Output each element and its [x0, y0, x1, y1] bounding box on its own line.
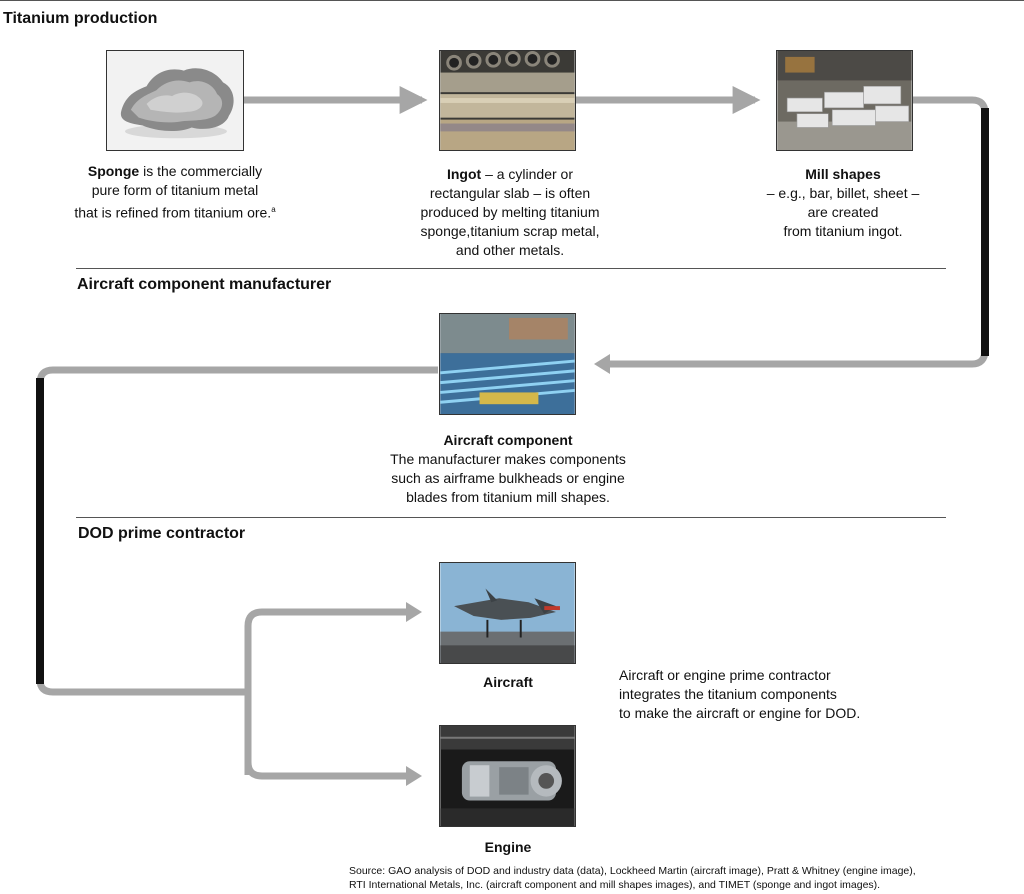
- top-divider: [0, 0, 1024, 1]
- sponge-caption: Sponge is the commercially pure form of …: [60, 162, 290, 223]
- ingot-caption: Ingot – a cylinder or rectangular slab –…: [395, 165, 625, 260]
- mill-title: Mill shapes: [805, 166, 881, 182]
- mill-text-2: are created: [807, 204, 879, 220]
- sponge-footnote: a: [271, 205, 276, 214]
- sponge-title: Sponge: [87, 163, 140, 179]
- divider-prime: [76, 517, 946, 518]
- component-text-1: The manufacturer makes components: [390, 451, 626, 467]
- source-note: Source: GAO analysis of DOD and industry…: [349, 864, 916, 892]
- ingot-text-2: rectangular slab – is often: [429, 185, 591, 201]
- ingot-text-5: and other metals.: [455, 242, 565, 258]
- divider-component: [76, 268, 946, 269]
- mill-caption: Mill shapes – e.g., bar, billet, sheet –…: [733, 165, 953, 241]
- sponge-text-2: pure form of titanium metal: [91, 182, 259, 198]
- component-text-2: such as airframe bulkheads or engine: [391, 470, 625, 486]
- section-title-production: Titanium production: [3, 10, 158, 27]
- section-title-prime: DOD prime contractor: [78, 525, 246, 542]
- component-text-3: blades from titanium mill shapes.: [406, 489, 610, 505]
- ingot-text-3: produced by melting titanium: [420, 204, 600, 220]
- ingot-image: [439, 50, 576, 151]
- component-title: Aircraft component: [443, 432, 573, 448]
- prime-note-line-1: Aircraft or engine prime contractor: [619, 667, 831, 683]
- mill-shapes-image: [776, 50, 913, 151]
- sponge-image: [106, 50, 244, 151]
- mill-text-1: – e.g., bar, billet, sheet –: [766, 185, 920, 201]
- section-title-component: Aircraft component manufacturer: [77, 276, 332, 293]
- aircraft-caption: Aircraft: [458, 673, 558, 692]
- aircraft-component-image: [439, 313, 576, 415]
- sponge-text-1: is the commercially: [139, 163, 263, 179]
- ingot-text-4: sponge,titanium scrap metal,: [420, 223, 600, 239]
- component-caption: Aircraft component The manufacturer make…: [358, 431, 658, 507]
- ingot-title: Ingot: [446, 166, 482, 182]
- aircraft-title: Aircraft: [483, 674, 533, 690]
- source-line-1: Source: GAO analysis of DOD and industry…: [349, 865, 916, 877]
- prime-note-line-3: to make the aircraft or engine for DOD.: [619, 705, 861, 721]
- prime-note-line-2: integrates the titanium components: [619, 686, 837, 702]
- sponge-text-3: that is refined from titanium ore.: [74, 204, 272, 221]
- engine-title: Engine: [484, 839, 532, 855]
- ingot-text-1: – a cylinder or: [481, 166, 574, 182]
- engine-caption: Engine: [458, 838, 558, 857]
- aircraft-image: [439, 562, 576, 664]
- prime-contractor-note: Aircraft or engine prime contractor inte…: [619, 666, 860, 723]
- mill-text-3: from titanium ingot.: [783, 223, 903, 239]
- source-line-2: RTI International Metals, Inc. (aircraft…: [349, 879, 881, 891]
- engine-image: [439, 725, 576, 827]
- arrow-fork: [244, 608, 412, 775]
